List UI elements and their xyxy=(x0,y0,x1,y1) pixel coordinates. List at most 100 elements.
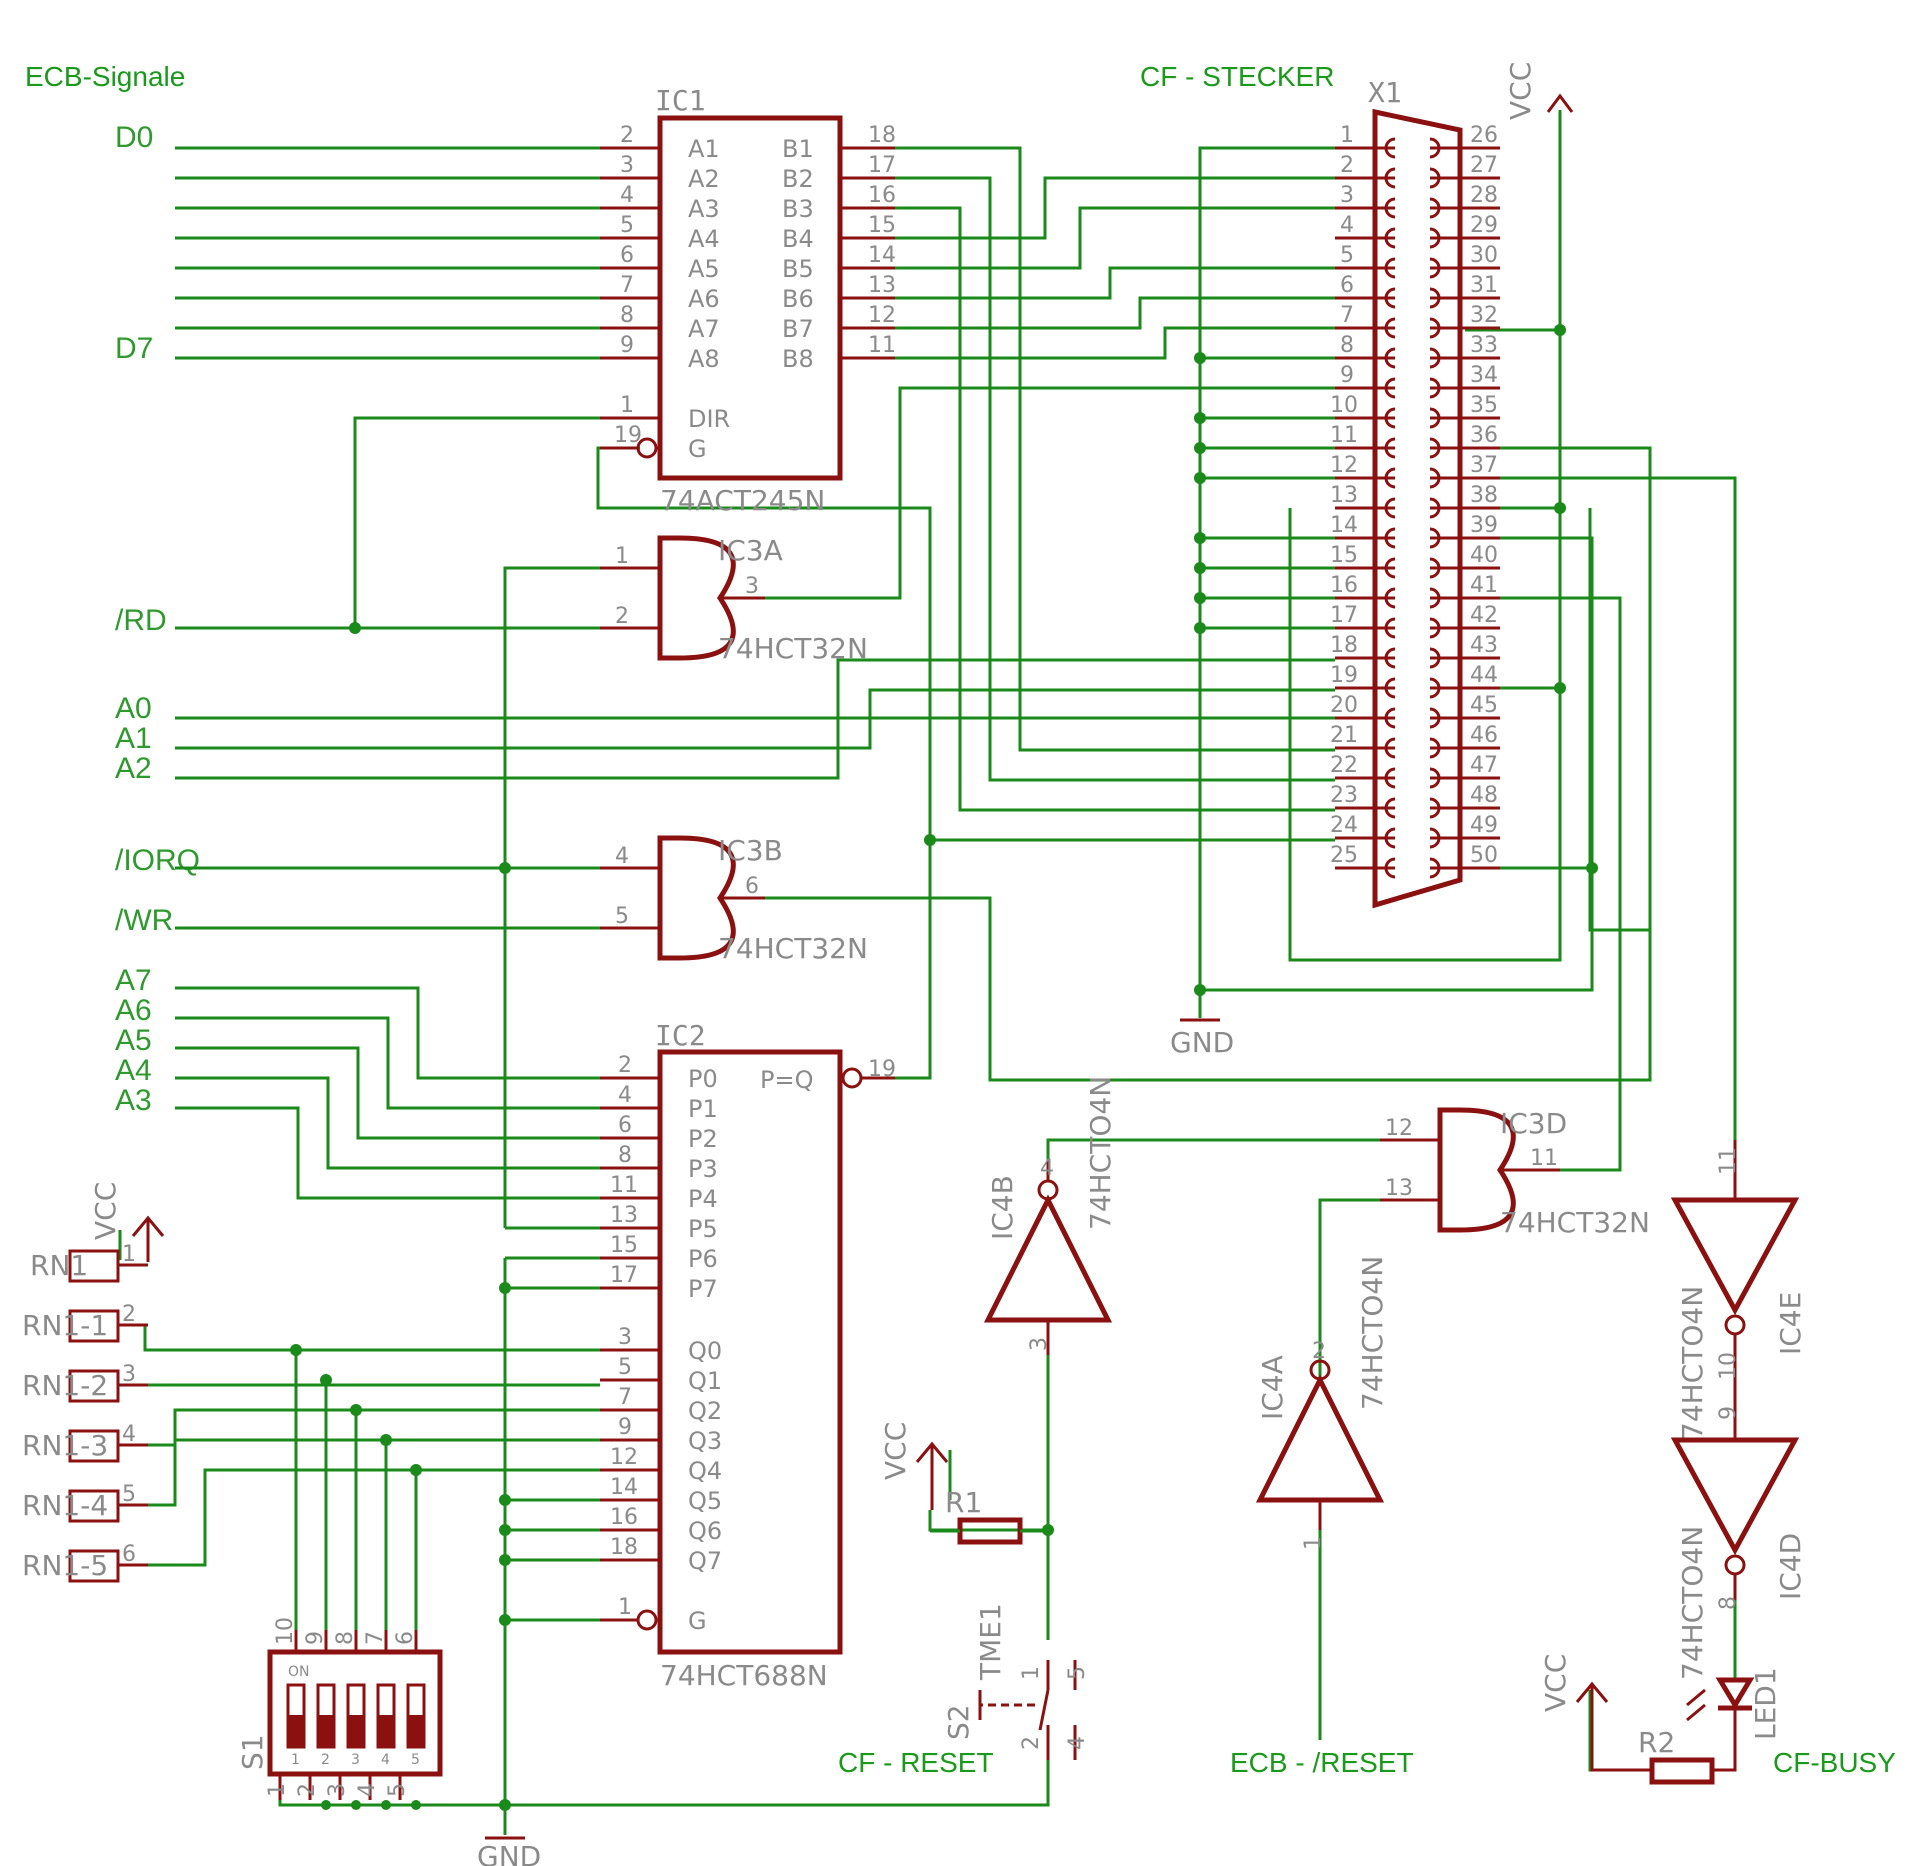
svg-text:11: 11 xyxy=(1530,1146,1558,1171)
signal-a1: A1 xyxy=(115,722,152,755)
ic1-pin-number: 17 xyxy=(868,153,896,178)
svg-text:R2: R2 xyxy=(1638,1726,1675,1759)
connector-pin-number: 38 xyxy=(1470,483,1498,508)
vcc-label-r1: VCC xyxy=(879,1422,912,1480)
connector-pin-number: 24 xyxy=(1330,813,1358,838)
svg-text:2: 2 xyxy=(615,604,629,629)
gate-ic4b: 4 3 IC4B 74HCTO4N xyxy=(983,1076,1117,1355)
connector-contact xyxy=(1384,497,1396,519)
dip-switch-number: 4 xyxy=(381,1752,390,1768)
ic4b-name: IC4B xyxy=(986,1175,1019,1240)
connector-pin-number: 28 xyxy=(1470,183,1498,208)
connector-x1: CF - STECKER X1 123456789101112131415161… xyxy=(1140,61,1500,909)
signal-a4: A4 xyxy=(115,1054,152,1087)
connector-pin-number: 7 xyxy=(1340,303,1354,328)
connector-contact xyxy=(1429,527,1441,549)
connector-contact xyxy=(1429,407,1441,429)
connector-pin-number: 26 xyxy=(1470,123,1498,148)
connector-contact xyxy=(1429,467,1441,489)
ic1-pin-number: 16 xyxy=(868,183,896,208)
ic2-pin-number: 7 xyxy=(618,1385,632,1410)
ic2-pin-label: P1 xyxy=(688,1095,718,1123)
connector-contact xyxy=(1429,677,1441,699)
connector-contact xyxy=(1429,287,1441,309)
ic4a-part: 74HCTO4N xyxy=(1356,1256,1389,1410)
cf-busy-label: CF-BUSY xyxy=(1773,1747,1896,1778)
svg-text:5: 5 xyxy=(1065,1666,1090,1680)
ic2-pin-label: Q2 xyxy=(688,1397,722,1425)
ic4b-part: 74HCTO4N xyxy=(1084,1076,1117,1230)
connector-pin-number: 18 xyxy=(1330,633,1358,658)
ic2-pin-number: 6 xyxy=(618,1113,632,1138)
connector-contact xyxy=(1384,197,1396,219)
connector-pin-number: 21 xyxy=(1330,723,1358,748)
ic1-pin-number: 14 xyxy=(868,243,896,268)
connector-pin-number: 45 xyxy=(1470,693,1498,718)
ic4e-name: IC4E xyxy=(1774,1292,1807,1355)
gate-ic4e: 11 10 IC4E 74HCTO4N xyxy=(1670,1140,1807,1440)
connector-pin-number: 1 xyxy=(1340,123,1354,148)
dip-pin-number: 5 xyxy=(385,1783,410,1797)
connector-contact xyxy=(1384,527,1396,549)
connector-pin-number: 40 xyxy=(1470,543,1498,568)
connector-pin-number: 15 xyxy=(1330,543,1358,568)
connector-pin-number: 11 xyxy=(1330,423,1358,448)
dip-pin-number: 8 xyxy=(333,1631,358,1645)
connector-contact xyxy=(1429,197,1441,219)
dip-pin-number: 10 xyxy=(273,1617,298,1645)
svg-text:3: 3 xyxy=(745,574,759,599)
ic1-pin-number: 6 xyxy=(620,243,634,268)
ic1-pin-label: B4 xyxy=(782,225,814,253)
svg-text:5: 5 xyxy=(615,904,629,929)
dip-switch-lever xyxy=(376,1683,396,1749)
connector-contact xyxy=(1429,707,1441,729)
ic2-pin-label: G xyxy=(688,1607,707,1635)
ic1-pin-label: B7 xyxy=(782,315,814,343)
connector-pin-number: 10 xyxy=(1330,393,1358,418)
rn1-label: RN1-1 xyxy=(22,1309,108,1342)
gate-ic3a: 1 2 3 IC3A 74HCT32N xyxy=(600,534,868,665)
svg-text:10: 10 xyxy=(1716,1352,1741,1380)
signal-a2: A2 xyxy=(115,752,152,785)
connector-pin-number: 50 xyxy=(1470,843,1498,868)
vcc-label-r2: VCC xyxy=(1539,1654,1572,1712)
ic2-pin-label: P4 xyxy=(688,1185,718,1213)
svg-text:8: 8 xyxy=(1716,1596,1741,1610)
dip-pin-number: 9 xyxy=(303,1631,328,1645)
ecb-reset-label: ECB - /RESET xyxy=(1230,1747,1414,1778)
connector-contact xyxy=(1429,797,1441,819)
connector-pin-number: 17 xyxy=(1330,603,1358,628)
connector-contact xyxy=(1384,407,1396,429)
connector-contact xyxy=(1384,647,1396,669)
dip-pin-number: 2 xyxy=(295,1783,320,1797)
ic2-out-pin: 19 xyxy=(868,1057,896,1082)
connector-contact xyxy=(1384,857,1396,879)
ic1-pin-label: A7 xyxy=(688,315,720,343)
ic1-pin-label: B8 xyxy=(782,345,814,373)
gate-ic4d: 9 8 IC4D 74HCTO4N xyxy=(1670,1406,1807,1680)
connector-pin-number: 9 xyxy=(1340,363,1354,388)
ic1-pin-number: 15 xyxy=(868,213,896,238)
connector-pin-number: 46 xyxy=(1470,723,1498,748)
connector-contact xyxy=(1384,287,1396,309)
connector-contact xyxy=(1429,167,1441,189)
signal-iorq: /IORQ xyxy=(115,844,200,877)
signal-a6: A6 xyxy=(115,994,152,1027)
connector-pin-number: 48 xyxy=(1470,783,1498,808)
connector-pin-number: 25 xyxy=(1330,843,1358,868)
svg-text:2: 2 xyxy=(1019,1736,1044,1750)
connector-pin-number: 49 xyxy=(1470,813,1498,838)
svg-text:3: 3 xyxy=(1027,1337,1052,1351)
connector-pin-number: 2 xyxy=(1340,153,1354,178)
ic1-pin-label: B3 xyxy=(782,195,814,223)
cf-reset-label: CF - RESET xyxy=(838,1747,994,1778)
connector-pin-number: 34 xyxy=(1470,363,1498,388)
connector-contact xyxy=(1429,857,1441,879)
ic2-pin-label: Q0 xyxy=(688,1337,722,1365)
connector-contact xyxy=(1429,377,1441,399)
ic1-pin-number: 7 xyxy=(620,273,634,298)
signal-wr: /WR xyxy=(115,904,173,937)
connector-pin-number: 20 xyxy=(1330,693,1358,718)
